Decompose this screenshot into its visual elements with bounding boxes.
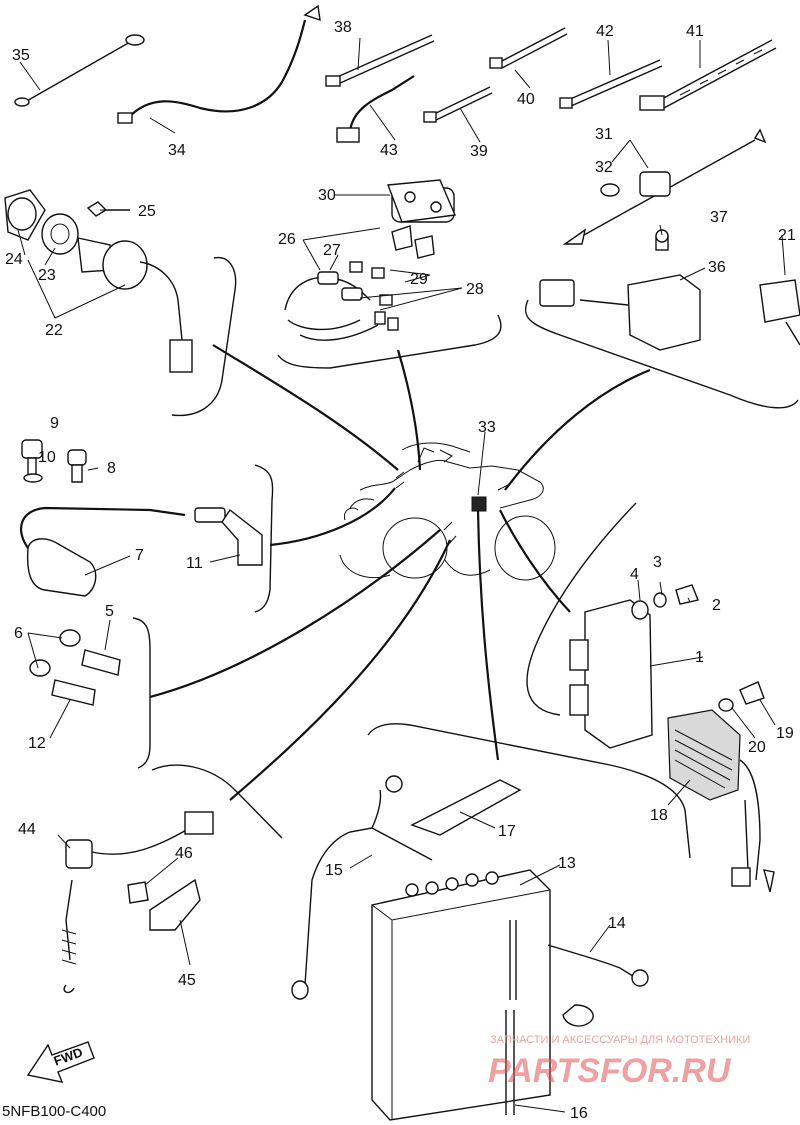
group-boundaries <box>132 256 799 859</box>
callout-1: 1 <box>695 649 704 666</box>
callout-15: 15 <box>325 862 343 879</box>
callout-4: 4 <box>630 566 639 583</box>
callout-7: 7 <box>135 547 144 564</box>
callout-35: 35 <box>12 47 30 64</box>
switch-group <box>61 811 214 994</box>
callout-37: 37 <box>710 209 728 226</box>
callout-10: 10 <box>38 449 56 466</box>
callout-17: 17 <box>498 823 516 840</box>
callout-28: 28 <box>466 281 484 298</box>
callout-40: 40 <box>517 91 535 108</box>
callout-27: 27 <box>323 242 341 259</box>
callout-24: 24 <box>5 251 23 268</box>
callout-44: 44 <box>18 821 36 838</box>
main-switch-group <box>4 189 193 373</box>
callout-45: 45 <box>178 972 196 989</box>
band-39 <box>423 86 493 123</box>
watermark-brand: PARTSFOR.RU <box>488 1052 732 1090</box>
relay-marker <box>471 496 487 512</box>
callout-25: 25 <box>138 203 156 220</box>
callout-18: 18 <box>650 807 668 824</box>
band-38 <box>325 34 435 87</box>
callout-9: 9 <box>50 415 59 432</box>
lead-34 <box>117 4 321 124</box>
callout-21: 21 <box>778 227 796 244</box>
callout-33: 33 <box>478 419 496 436</box>
callout-22: 22 <box>45 322 63 339</box>
callout-34: 34 <box>168 142 186 159</box>
callout-5: 5 <box>105 603 114 620</box>
callout-14: 14 <box>608 915 626 932</box>
callout-23: 23 <box>38 267 56 284</box>
callout-31: 31 <box>595 126 613 143</box>
starter-relay-group <box>539 229 800 351</box>
leader-lines <box>149 344 651 801</box>
callout-26: 26 <box>278 231 296 248</box>
callout-2: 2 <box>712 597 721 614</box>
callout-12: 12 <box>28 735 46 752</box>
battery-group <box>291 775 649 1121</box>
callout-19: 19 <box>776 725 794 742</box>
lead-43 <box>336 75 415 143</box>
callout-labels: 1 2 3 4 5 6 7 8 9 10 11 12 13 14 15 16 1… <box>5 19 796 1122</box>
callout-45-46: 46 <box>175 845 193 862</box>
plate-30 <box>387 179 457 223</box>
diagram-code: 5NFB100-C400 <box>2 1103 106 1120</box>
callout-13: 13 <box>558 855 576 872</box>
watermark-tagline: ЗАПЧАСТИ И АКСЕССУАРЫ ДЛЯ МОТОТЕХНИКИ <box>490 1034 750 1046</box>
callout-43: 43 <box>380 142 398 159</box>
callout-leaders <box>17 37 786 1113</box>
callout-29: 29 <box>410 271 428 288</box>
callout-36: 36 <box>708 259 726 276</box>
callout-3: 3 <box>653 554 662 571</box>
callout-42: 42 <box>596 23 614 40</box>
callout-16: 16 <box>570 1105 588 1122</box>
motorcycle-outline <box>339 442 556 581</box>
callout-32: 32 <box>595 159 613 176</box>
ignition-coil-group <box>19 439 263 597</box>
bolts-group <box>29 629 121 706</box>
band-40 <box>489 27 568 69</box>
callout-8: 8 <box>107 460 116 477</box>
band-42 <box>559 59 663 109</box>
callout-11: 11 <box>186 555 203 572</box>
lead-35 <box>14 34 145 107</box>
callout-39: 39 <box>470 143 488 160</box>
cdi-group <box>569 584 699 749</box>
band-41 <box>639 39 777 111</box>
callout-6: 6 <box>14 625 23 642</box>
watermark: ЗАПЧАСТИ И АКСЕССУАРЫ ДЛЯ МОТОТЕХНИКИ PA… <box>488 1034 750 1090</box>
sensor-group <box>562 128 767 245</box>
callout-20: 20 <box>748 739 766 756</box>
fwd-arrow: FWD <box>26 1041 95 1083</box>
callout-38: 38 <box>334 19 352 36</box>
regulator-group <box>667 681 775 893</box>
callout-41: 41 <box>686 23 704 40</box>
callout-30: 30 <box>318 187 336 204</box>
